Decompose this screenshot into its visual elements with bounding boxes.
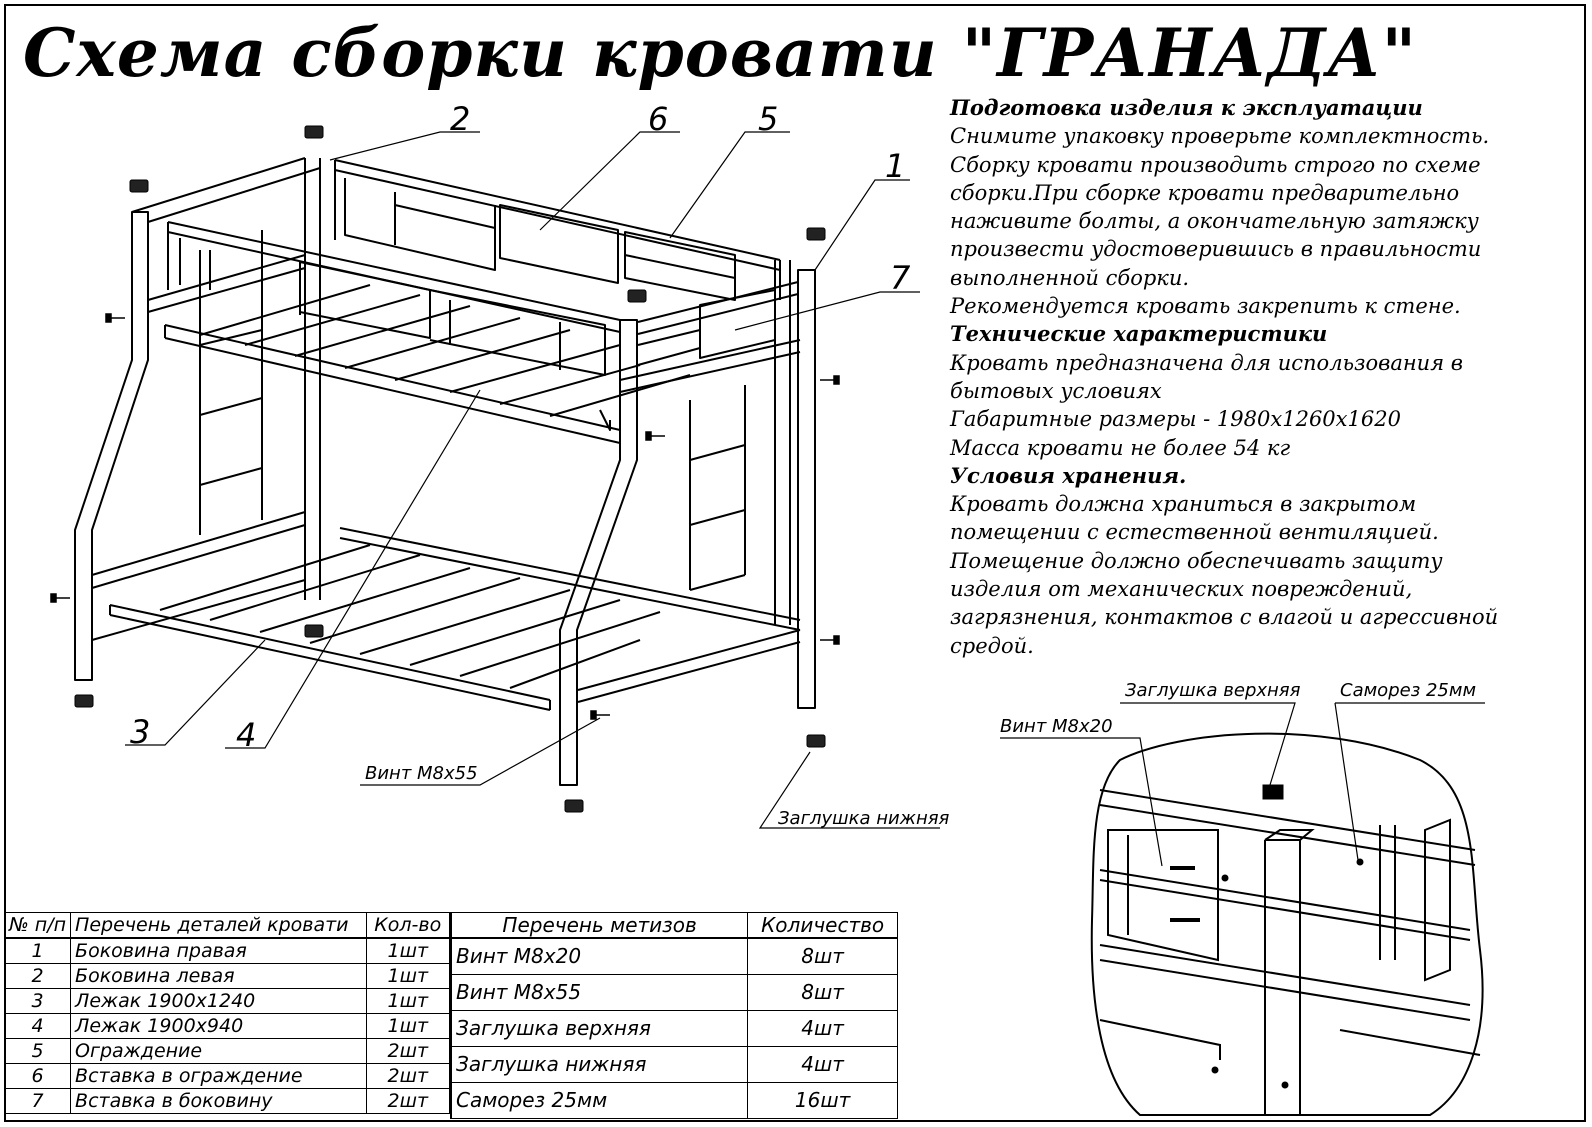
part-number: 7	[3, 1088, 72, 1114]
part-qty: 1шт	[365, 1013, 451, 1039]
back-right-post	[774, 260, 791, 625]
notes-heading: Подготовка изделия к эксплуатации	[950, 95, 1423, 120]
notes-line: Сборку кровати производить строго по схе…	[950, 152, 1481, 177]
notes-line: загрязнения, контактов с влагой и агресс…	[950, 605, 1499, 630]
hardware-name: Заглушка верхняя	[450, 1010, 749, 1047]
col-hardware-header: Перечень метизов	[450, 912, 749, 939]
notes-line: произвести удостоверившись в правильност…	[950, 237, 1482, 262]
part-number: 2	[3, 963, 72, 989]
callout-zaglushka-verkhnyaya: Заглушка верхняя	[1125, 680, 1301, 701]
guard-insert-front	[299, 261, 431, 339]
hardware-name: Заглушка нижняя	[450, 1046, 749, 1083]
notes-line: Кровать должна храниться в закрытом	[950, 492, 1417, 517]
hardware-table-header: Перечень метизов Количество	[450, 912, 898, 939]
callout-1: 1	[885, 147, 906, 185]
part-qty: 1шт	[365, 937, 451, 964]
detail-outline	[1090, 732, 1484, 1116]
col-hw-qty-header: Количество	[747, 912, 898, 939]
drawing-frame	[4, 4, 1586, 1122]
col-qty-header: Кол-во	[365, 912, 451, 939]
part-name: Вставка в ограждение	[70, 1063, 367, 1089]
notes-line: Снимите упаковку проверьте комплектность…	[950, 124, 1490, 149]
callout-samorez: Саморез 25мм	[1340, 680, 1477, 701]
callout-2: 2	[450, 100, 471, 138]
side-insert	[699, 289, 776, 359]
hardware-qty: 4шт	[747, 1046, 898, 1083]
part-qty: 2шт	[365, 1063, 451, 1089]
callout-4: 4	[236, 716, 257, 754]
notes-line: Рекомендуется кровать закрепить к стене.	[950, 294, 1461, 319]
callout-vint-m8x20: Винт М8х20	[1000, 716, 1113, 737]
notes-line: помещении с естественной вентиляцией.	[950, 520, 1439, 545]
callout-6: 6	[648, 100, 669, 138]
part-qty: 1шт	[365, 988, 451, 1014]
part-qty: 1шт	[365, 963, 451, 989]
notes-line: сборки.При сборке кровати предварительно	[950, 180, 1460, 205]
notes-heading: Технические характеристики	[950, 321, 1328, 347]
hardware-name: Винт М8х20	[450, 937, 749, 975]
part-qty: 2шт	[365, 1038, 451, 1064]
notes-line: бытовых условиях	[950, 378, 1162, 403]
part-name: Боковина левая	[70, 963, 367, 989]
back-left-post	[304, 158, 321, 600]
notes-line: изделия от механических повреждений,	[950, 577, 1413, 602]
notes-line: наживите болты, а окончательную затяжку	[950, 209, 1479, 234]
hardware-qty: 4шт	[747, 1010, 898, 1047]
notes-line: Кровать предназначена для использования …	[950, 350, 1464, 375]
notes-line: средой.	[950, 633, 1034, 658]
part-name: Лежак 1900х940	[70, 1013, 367, 1039]
hardware-qty: 8шт	[747, 974, 898, 1011]
col-number-header: № п/п	[3, 912, 72, 939]
part-number: 6	[3, 1063, 72, 1089]
callout-5: 5	[758, 100, 779, 138]
hardware-qty: 16шт	[747, 1082, 898, 1119]
parts-table-header: № п/п Перечень деталей кровати Кол-во	[3, 912, 451, 939]
notes-line: Помещение должно обеспечивать защиту	[950, 548, 1443, 573]
part-number: 4	[3, 1013, 72, 1039]
notes-line: выполненной сборки.	[950, 265, 1190, 290]
guard-insert-back	[499, 204, 619, 284]
right-corner-post	[797, 269, 816, 709]
col-part-header: Перечень деталей кровати	[70, 912, 367, 939]
callout-vint-m8x55: Винт М8х55	[365, 763, 478, 784]
part-name: Лежак 1900х1240	[70, 988, 367, 1014]
part-number: 1	[3, 937, 72, 964]
callout-7: 7	[890, 259, 911, 297]
notes-line: Габаритные размеры - 1980х1260х1620	[950, 407, 1401, 432]
part-name: Боковина правая	[70, 937, 367, 964]
callout-zaglushka-nizhnyaya: Заглушка нижняя	[778, 808, 950, 829]
callout-3: 3	[130, 713, 151, 751]
front-left-post	[74, 211, 149, 681]
hardware-name: Саморез 25мм	[450, 1082, 749, 1119]
part-number: 5	[3, 1038, 72, 1064]
notes-line: Масса кровати не более 54 кг	[950, 435, 1291, 460]
part-qty: 2шт	[365, 1088, 451, 1114]
detail-post	[1264, 829, 1315, 1115]
hardware-qty: 8шт	[747, 937, 898, 975]
part-name: Вставка в боковину	[70, 1088, 367, 1114]
part-number: 3	[3, 988, 72, 1014]
page-title: Схема сборки кровати "ГРАНАДА"	[22, 14, 1418, 92]
part-name: Ограждение	[70, 1038, 367, 1064]
notes-heading: Условия хранения.	[950, 462, 1187, 488]
hardware-name: Винт М8х55	[450, 974, 749, 1011]
